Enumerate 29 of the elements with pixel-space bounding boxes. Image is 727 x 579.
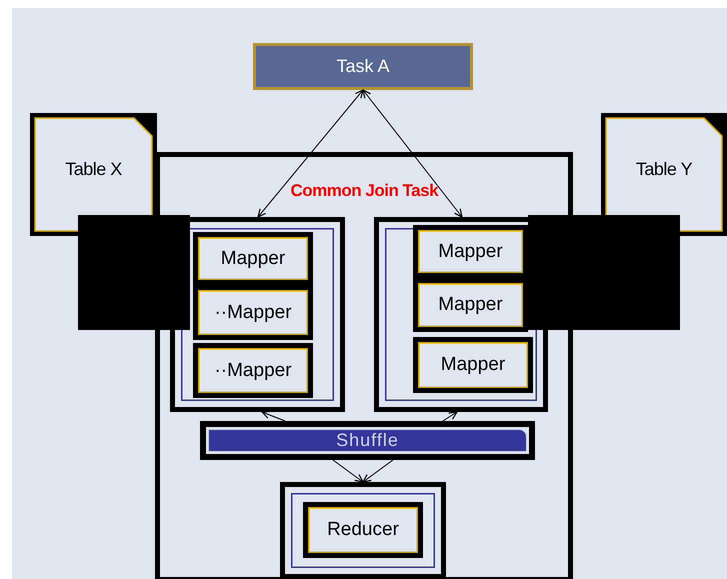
process-box bbox=[193, 343, 313, 398]
task-box bbox=[253, 43, 473, 90]
shuffle-bar: Shuffle bbox=[208, 429, 527, 452]
process-box bbox=[303, 502, 423, 558]
arrow bbox=[261, 410, 286, 422]
box-label: Mapper bbox=[438, 294, 503, 316]
process-box bbox=[193, 285, 313, 340]
box-label: ··Mapper bbox=[214, 360, 292, 382]
group-box bbox=[170, 217, 345, 412]
arrow bbox=[362, 89, 463, 218]
group-box bbox=[280, 482, 446, 579]
task-label: Task A bbox=[336, 56, 390, 77]
arrow bbox=[362, 460, 394, 483]
arrow bbox=[332, 460, 364, 483]
box-label: Mapper bbox=[438, 240, 503, 262]
box-label: Mapper bbox=[220, 248, 286, 270]
box-label: Mapper bbox=[440, 354, 506, 376]
box-label: Table X bbox=[65, 159, 122, 180]
box-label: ··Mapper bbox=[214, 302, 292, 324]
arrow bbox=[257, 89, 364, 218]
process-box bbox=[193, 232, 313, 285]
arrow bbox=[442, 411, 458, 422]
shuffle-box bbox=[200, 421, 535, 460]
container-heading: Common Join Task bbox=[290, 181, 438, 201]
group-box bbox=[374, 217, 548, 412]
box-label: Reducer bbox=[327, 519, 399, 541]
process-box bbox=[413, 337, 533, 393]
box-label: Table Y bbox=[636, 159, 692, 180]
join-task-container bbox=[155, 152, 573, 579]
